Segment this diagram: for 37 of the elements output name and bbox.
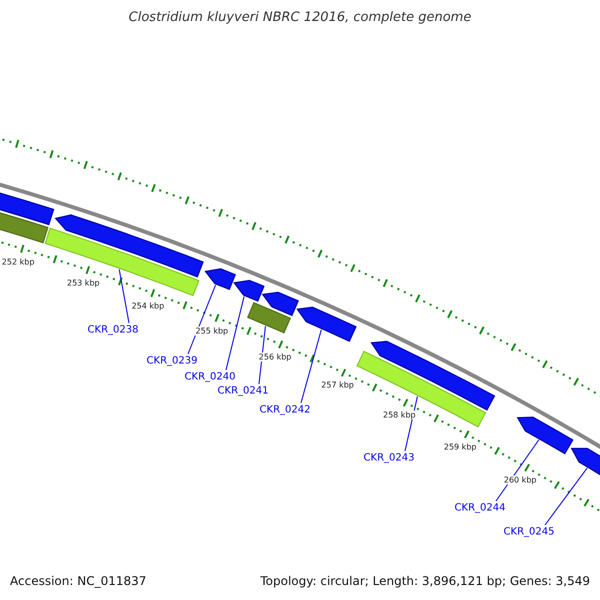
gene-label: CKR_0242	[260, 404, 310, 416]
scale-label: 258 kbp	[382, 410, 417, 420]
title: Clostridium kluyveri NBRC 12016, complete genome	[128, 10, 472, 25]
gene-feature	[296, 306, 357, 342]
gene-bar	[356, 350, 486, 428]
gene-label: CKR_0244	[454, 502, 506, 514]
gene-label: CKR_0238	[88, 324, 138, 336]
gene-feature	[262, 292, 299, 316]
gene-label: CKR_0240	[184, 372, 236, 382]
scale-label: 253 kbp	[66, 278, 101, 288]
footer-text: Topology: circular; Length: 3,896,121 bp; Genes: 3,549	[260, 574, 590, 588]
leader-line	[300, 329, 322, 404]
gene-feature	[370, 340, 496, 411]
scale-label: 255 kbp	[194, 326, 230, 336]
scale-label: 252 kbp	[0, 258, 36, 267]
scale-label: 259 kbp	[442, 442, 478, 452]
gene-feature	[55, 214, 204, 278]
gene-label: CKR_0241	[218, 386, 268, 396]
gene-feature	[516, 416, 574, 454]
scale-label: 257 kbp	[320, 380, 355, 390]
gene-label: CKR_0245	[504, 526, 554, 538]
gene-label: CKR_0243	[364, 452, 414, 464]
footer-text: Accession: NC_011837	[10, 574, 146, 588]
scale-label: 260 kbp	[502, 475, 538, 484]
gene-bar	[44, 228, 200, 296]
gene-feature	[234, 280, 264, 302]
leader-line	[496, 439, 540, 502]
gene-label: CKR_0239	[146, 356, 198, 366]
leader-line	[188, 284, 216, 354]
leader-line	[118, 268, 130, 324]
scale-label: 256 kbp	[258, 352, 292, 362]
leader-line	[226, 296, 245, 370]
leader-line	[258, 326, 266, 384]
gene-bar	[247, 302, 291, 334]
leader-line	[544, 468, 588, 526]
scale-label: 254 kbp	[130, 302, 166, 311]
gene-feature	[204, 268, 236, 290]
